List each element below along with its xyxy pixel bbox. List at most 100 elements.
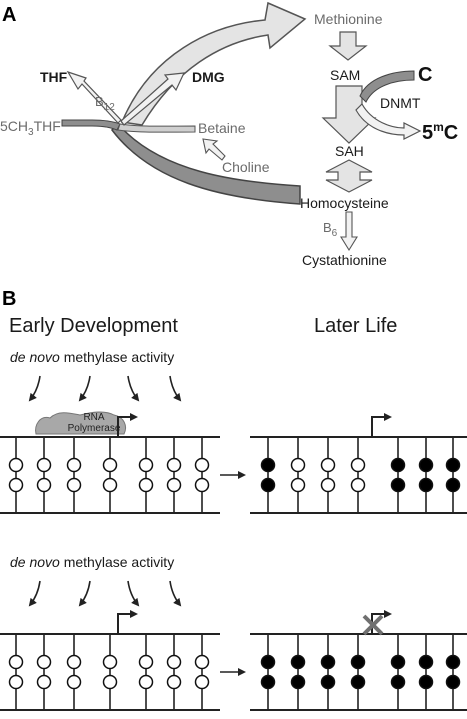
methylated-cpg-icon	[260, 674, 276, 690]
dna-early-bottom	[0, 610, 220, 711]
transcription-start-arrow-icon	[117, 413, 138, 437]
dnmt-label: DNMT	[380, 95, 421, 111]
methylated-cpg-icon	[390, 477, 406, 493]
unmethylated-cpg-icon	[8, 477, 24, 493]
rna-label-line2: Polymerase	[68, 423, 121, 434]
methylated-cpg-icon	[320, 654, 336, 670]
choline-label: Choline	[222, 159, 270, 175]
unmethylated-cpg-icon	[66, 674, 82, 690]
methylase-arrow-icon	[127, 375, 140, 402]
later-life-title: Later Life	[314, 315, 397, 337]
unmethylated-cpg-icon	[194, 457, 210, 473]
unmethylated-cpg-icon	[350, 457, 366, 473]
unmethylated-cpg-icon	[36, 654, 52, 670]
unmethylated-cpg-icon	[102, 654, 118, 670]
methylated-cpg-icon	[418, 654, 434, 670]
methylated-cpg-icon	[260, 654, 276, 670]
thf-arrow	[66, 70, 122, 124]
panel-a-label: A	[2, 4, 16, 26]
methylated-cpg-icon	[390, 654, 406, 670]
unmethylated-cpg-icon	[194, 477, 210, 493]
dmg-arrow	[120, 72, 185, 126]
methionine-label: Methionine	[314, 11, 383, 27]
unmethylated-cpg-icon	[194, 674, 210, 690]
unmethylated-cpg-icon	[102, 457, 118, 473]
methylated-cpg-icon	[418, 457, 434, 473]
unmethylated-cpg-icon	[166, 674, 182, 690]
sah-homocysteine-arrow	[325, 159, 373, 193]
dmg-label: DMG	[192, 69, 225, 85]
methylase-arrow-icon	[78, 375, 91, 402]
early-development-title: Early Development	[9, 315, 178, 337]
panel-b-label: B	[2, 288, 16, 310]
methyl-thf-label: 5CH3THF	[0, 118, 61, 138]
methionine-synthesis-arrow	[120, 1, 307, 126]
five-mc-arrow	[355, 103, 422, 140]
methylase-arrow-icon	[78, 580, 91, 607]
five-mc-label: 5mC	[422, 120, 458, 144]
transcription-start-arrow-icon	[371, 413, 392, 437]
methylase-arrow-icon	[127, 580, 140, 607]
blocked-transcription-x-icon	[362, 614, 384, 636]
dnmt-band	[359, 70, 415, 103]
unmethylated-cpg-icon	[166, 457, 182, 473]
cytosine-label: C	[418, 64, 432, 86]
dna-later-top	[250, 413, 467, 514]
methylated-cpg-icon	[350, 654, 366, 670]
methylated-cpg-icon	[290, 654, 306, 670]
transcription-start-arrow-icon	[117, 610, 138, 634]
methylated-cpg-icon	[445, 654, 461, 670]
rna-label-line1: RNA	[83, 412, 104, 423]
unmethylated-cpg-icon	[138, 674, 154, 690]
dna-early-top	[0, 413, 220, 514]
methylase-arrow-icon	[169, 580, 182, 607]
methylase-arrows-bottom	[28, 580, 182, 607]
unmethylated-cpg-icon	[350, 477, 366, 493]
methyl-thf-band	[61, 119, 121, 131]
unmethylated-cpg-icon	[290, 477, 306, 493]
unmethylated-cpg-icon	[320, 477, 336, 493]
unmethylated-cpg-icon	[320, 457, 336, 473]
sam-label: SAM	[330, 67, 360, 83]
methylated-cpg-icon	[320, 674, 336, 690]
methylase-arrows-top	[28, 375, 182, 402]
panel-b: B Early Development Later Life de novo m…	[0, 288, 467, 711]
met-to-sam-arrow	[328, 31, 368, 61]
unmethylated-cpg-icon	[8, 457, 24, 473]
panel-a: A Methionine SAM SAH Homocysteine	[0, 1, 458, 268]
methylated-cpg-icon	[350, 674, 366, 690]
rna-polymerase	[35, 411, 127, 435]
unmethylated-cpg-icon	[36, 674, 52, 690]
b6-label: B6	[323, 220, 338, 239]
unmethylated-cpg-icon	[166, 477, 182, 493]
unmethylated-cpg-icon	[166, 654, 182, 670]
methylated-cpg-icon	[445, 477, 461, 493]
unmethylated-cpg-icon	[36, 457, 52, 473]
thf-label: THF	[40, 69, 68, 85]
unmethylated-cpg-icon	[102, 477, 118, 493]
methylated-cpg-icon	[260, 457, 276, 473]
unmethylated-cpg-icon	[138, 477, 154, 493]
dna-later-bottom	[250, 610, 467, 711]
methylated-cpg-icon	[290, 674, 306, 690]
methylase-arrow-icon	[28, 375, 41, 402]
unmethylated-cpg-icon	[66, 477, 82, 493]
b6-arrow	[340, 211, 358, 252]
methylated-cpg-icon	[445, 457, 461, 473]
b12-label: B12	[95, 94, 115, 113]
unmethylated-cpg-icon	[66, 654, 82, 670]
cystathionine-label: Cystathionine	[302, 252, 387, 268]
unmethylated-cpg-icon	[138, 457, 154, 473]
methylated-cpg-icon	[418, 674, 434, 690]
homocysteine-label: Homocysteine	[300, 195, 389, 211]
unmethylated-cpg-icon	[36, 477, 52, 493]
betaine-band	[117, 123, 196, 133]
methylated-cpg-icon	[390, 674, 406, 690]
methylated-cpg-icon	[390, 457, 406, 473]
sah-label: SAH	[335, 143, 364, 159]
methylase-activity-label-top: de novo methylase activity	[10, 349, 174, 365]
methylase-arrow-icon	[169, 375, 182, 402]
betaine-label: Betaine	[198, 120, 246, 136]
unmethylated-cpg-icon	[194, 654, 210, 670]
